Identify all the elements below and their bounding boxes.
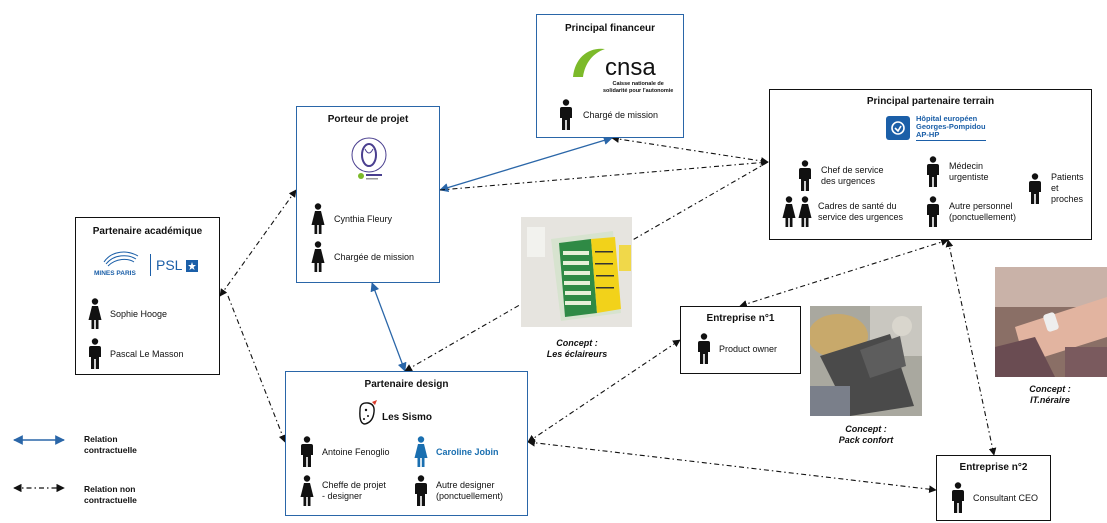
man-icon: [926, 156, 940, 188]
financeur-box: Principal financeur cnsa Caisse national…: [536, 14, 684, 138]
person-label: Autre designer (ponctuellement): [436, 480, 504, 501]
woman-icon: [311, 241, 325, 273]
mines-psl-logo: MINES PARIS PSL: [90, 248, 210, 282]
porteur-box: Porteur de projet Cynthia Fleury Chargée…: [296, 106, 440, 283]
person-label: Chargée de mission: [334, 251, 415, 262]
academique-title: Partenaire académique: [92, 226, 203, 237]
entreprise1-title: Entreprise n°1: [706, 313, 775, 324]
relation-terrain-entreprise2: [945, 239, 997, 456]
man-icon: [926, 196, 940, 228]
academique-person-1: Sophie Hooge: [88, 298, 167, 330]
concept-pack-confort-caption: Concept : Pack confort: [838, 424, 894, 445]
entreprise1-person: Product owner: [697, 333, 777, 365]
entreprise2-person: Consultant CEO: [951, 482, 1038, 514]
academique-box: Partenaire académique MINES PARIS PSL So…: [75, 217, 220, 375]
man-icon: [414, 475, 428, 507]
legend-non-contractual-label: Relation non contractuelle: [84, 484, 137, 505]
sismo-logo-icon: [359, 400, 377, 425]
design-box: Partenaire design Les Sismo Antoine Feno…: [285, 371, 528, 516]
concept-eclaireurs-photo: [521, 217, 632, 327]
mines-text: MINES PARIS: [94, 270, 136, 277]
legend-contractual-label: Relation contractuelle: [84, 434, 137, 455]
man-icon: [1028, 172, 1042, 205]
man-icon: [951, 482, 965, 514]
man-icon: [559, 99, 573, 131]
mines-swirl-icon: [103, 251, 139, 267]
terrain-person-5: Autre personnel (ponctuellement): [926, 196, 1016, 228]
svg-text:cnsa: cnsa: [605, 54, 656, 81]
entreprise2-box: Entreprise n°2 Consultant CEO: [936, 455, 1051, 521]
woman-icon: [88, 298, 102, 330]
financeur-person: Chargé de mission: [559, 99, 658, 131]
design-person-4: Autre designer (ponctuellement): [414, 475, 503, 507]
person-label: Patients et proches: [1051, 172, 1084, 204]
financeur-title: Principal financeur: [564, 23, 656, 34]
terrain-person-3: Patients et proches: [1028, 172, 1091, 205]
sismo-name: Les Sismo: [382, 412, 433, 423]
chaire-philosophie-logo: [351, 137, 387, 180]
person-label: Pascal Le Masson: [110, 348, 184, 359]
person-label: Cheffe de projet - designer: [322, 480, 386, 501]
person-label: Sophie Hooge: [110, 308, 168, 319]
design-person-2: Caroline Jobin: [414, 436, 499, 468]
women-pair-icon: [782, 196, 812, 228]
psl-text: PSL: [156, 257, 183, 273]
design-title: Partenaire design: [364, 379, 449, 390]
relation-design-entreprise2: [527, 438, 937, 494]
woman-icon: [414, 436, 428, 468]
hegp-logo-mark: [886, 116, 910, 140]
psl-star-icon: [186, 260, 198, 272]
entreprise1-box: Entreprise n°1 Product owner: [680, 306, 801, 374]
concept-itneraire-caption: Concept : IT.néraire: [1029, 384, 1071, 405]
woman-icon: [311, 203, 325, 235]
academique-person-2: Pascal Le Masson: [88, 338, 184, 370]
hegp-logo-text: Hôpital européen Georges-Pompidou AP-HP: [916, 114, 986, 141]
relation-porteur-financeur: [439, 136, 613, 192]
relation-financeur-terrain: [611, 135, 769, 165]
man-icon: [300, 436, 314, 468]
person-label: Chef de service des urgences: [821, 165, 884, 186]
relation-terrain-entreprise1: [739, 238, 949, 308]
design-person-3: Cheffe de projet - designer: [300, 475, 386, 507]
person-label-highlight: Caroline Jobin: [436, 446, 499, 457]
cnsa-logo: cnsa: [573, 48, 656, 81]
person-label: Médecin urgentiste: [949, 161, 989, 182]
relation-design-entreprise1: [527, 339, 681, 443]
man-icon: [697, 333, 711, 365]
cnsa-subtitle: Caisse nationale de solidarité pour l'au…: [603, 81, 674, 94]
man-icon: [88, 338, 102, 370]
concept-itneraire-photo: [995, 267, 1107, 377]
entreprise2-title: Entreprise n°2: [959, 462, 1028, 473]
relation-porteur-design: [370, 282, 407, 372]
terrain-person-1: Chef de service des urgences: [798, 160, 884, 192]
person-label: Cadres de santé du service des urgences: [818, 201, 904, 222]
porteur-person-1: Cynthia Fleury: [311, 203, 392, 235]
terrain-person-2: Médecin urgentiste: [926, 156, 989, 188]
terrain-person-4: Cadres de santé du service des urgences: [782, 196, 903, 228]
design-person-1: Antoine Fenoglio: [300, 436, 390, 468]
person-label: Chargé de mission: [583, 109, 659, 120]
terrain-title: Principal partenaire terrain: [866, 96, 995, 107]
relation-academique-design: [227, 295, 287, 443]
person-label: Consultant CEO: [973, 492, 1039, 503]
porteur-title: Porteur de projet: [327, 114, 409, 125]
person-label: Autre personnel (ponctuellement): [949, 201, 1017, 222]
person-label: Product owner: [719, 343, 778, 354]
man-icon: [798, 160, 812, 192]
terrain-box: Principal partenaire terrain Hôpital eur…: [769, 89, 1092, 240]
logo-divider: [150, 254, 151, 276]
concept-pack-confort-photo: [810, 306, 922, 416]
hegp-logo: Hôpital européen Georges-Pompidou AP-HP: [886, 115, 986, 141]
porteur-person-2: Chargée de mission: [311, 241, 414, 273]
woman-icon: [300, 475, 314, 507]
person-label: Antoine Fenoglio: [322, 446, 390, 457]
relation-porteur-terrain: [439, 158, 769, 191]
concept-eclaireurs-caption: Concept : Les éclaireurs: [546, 338, 608, 359]
relation-academique-porteur: [219, 189, 297, 297]
person-label: Cynthia Fleury: [334, 213, 393, 224]
